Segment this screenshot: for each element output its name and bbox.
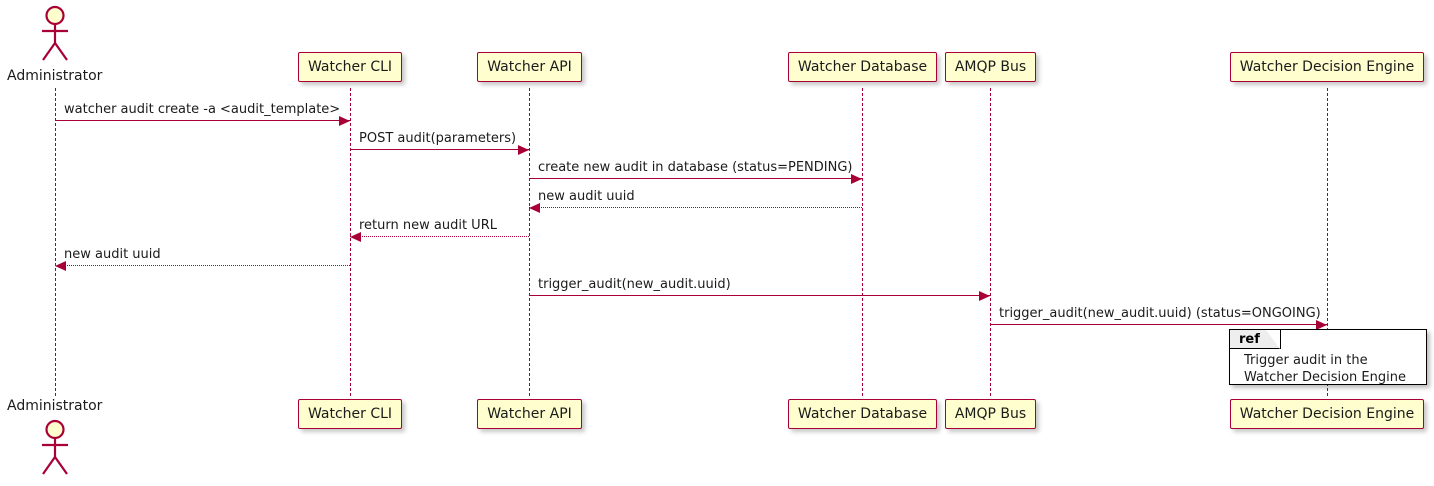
- message-arrowhead-5: [55, 261, 66, 271]
- lifeline-watcher-cli: [350, 88, 351, 396]
- participant-amqp-bus-top[interactable]: AMQP Bus: [945, 52, 1036, 82]
- participant-watcher-cli-bottom[interactable]: Watcher CLI: [298, 399, 402, 429]
- message-arrowhead-0: [339, 116, 350, 126]
- participant-watcher-api-bottom[interactable]: Watcher API: [477, 399, 582, 429]
- participant-label: Watcher API: [487, 406, 572, 422]
- message-arrowhead-2: [851, 174, 862, 184]
- message-label-5: new audit uuid: [64, 247, 161, 262]
- lifeline-decision-engine: [1327, 88, 1328, 396]
- message-arrowhead-1: [518, 145, 529, 155]
- participant-watcher-db-bottom[interactable]: Watcher Database: [788, 399, 937, 429]
- message-line-0: [55, 120, 350, 121]
- ref-tab-corner-icon: [1266, 330, 1280, 349]
- lifeline-watcher-api: [529, 88, 530, 396]
- participant-label: Watcher CLI: [307, 406, 393, 422]
- participant-label: AMQP Bus: [954, 59, 1027, 75]
- ref-fragment-line1: Trigger audit in the: [1244, 353, 1368, 368]
- ref-fragment-tab: ref: [1230, 330, 1281, 349]
- message-line-6: [529, 295, 990, 296]
- participant-label: Watcher Database: [797, 406, 928, 422]
- message-line-5: [55, 265, 350, 266]
- message-label-0: watcher audit create -a <audit_template>: [64, 102, 341, 117]
- message-line-4: [350, 236, 529, 237]
- participant-label: Watcher API: [487, 59, 572, 75]
- message-arrowhead-6: [979, 291, 990, 301]
- participant-amqp-bus-bottom[interactable]: AMQP Bus: [945, 399, 1036, 429]
- lifeline-watcher-db: [862, 88, 863, 396]
- message-line-2: [529, 178, 862, 179]
- ref-fragment-line2: Watcher Decision Engine: [1244, 370, 1406, 385]
- message-label-4: return new audit URL: [359, 218, 497, 233]
- message-label-2: create new audit in database (status=PEN…: [538, 160, 853, 175]
- message-label-3: new audit uuid: [538, 189, 635, 204]
- message-line-3: [529, 207, 862, 208]
- participant-label: Watcher Decision Engine: [1239, 59, 1415, 75]
- lifeline-administrator: [55, 88, 56, 396]
- participant-watcher-db-top[interactable]: Watcher Database: [788, 52, 937, 82]
- participant-label: Watcher CLI: [307, 59, 393, 75]
- actor-administrator: [32, 418, 78, 482]
- participant-watcher-cli-top[interactable]: Watcher CLI: [298, 52, 402, 82]
- participant-decision-engine-bottom[interactable]: Watcher Decision Engine: [1230, 399, 1424, 429]
- message-label-7: trigger_audit(new_audit.uuid) (status=ON…: [999, 306, 1321, 321]
- participant-label: AMQP Bus: [954, 406, 1027, 422]
- actor-administrator: [32, 4, 78, 68]
- message-arrowhead-3: [529, 203, 540, 213]
- actor-label-administrator-bottom: Administrator: [7, 398, 103, 414]
- message-arrowhead-7: [1316, 320, 1327, 330]
- participant-label: Watcher Database: [797, 59, 928, 75]
- message-label-6: trigger_audit(new_audit.uuid): [538, 277, 731, 292]
- message-line-7: [990, 324, 1327, 325]
- message-label-1: POST audit(parameters): [359, 131, 517, 146]
- participant-label: Watcher Decision Engine: [1239, 406, 1415, 422]
- participant-decision-engine-top[interactable]: Watcher Decision Engine: [1230, 52, 1424, 82]
- participant-watcher-api-top[interactable]: Watcher API: [477, 52, 582, 82]
- ref-fragment-tab-label: ref: [1239, 331, 1260, 347]
- actor-label-administrator-top: Administrator: [7, 68, 103, 84]
- message-arrowhead-4: [350, 232, 361, 242]
- message-line-1: [350, 149, 529, 150]
- lifeline-amqp-bus: [990, 88, 991, 396]
